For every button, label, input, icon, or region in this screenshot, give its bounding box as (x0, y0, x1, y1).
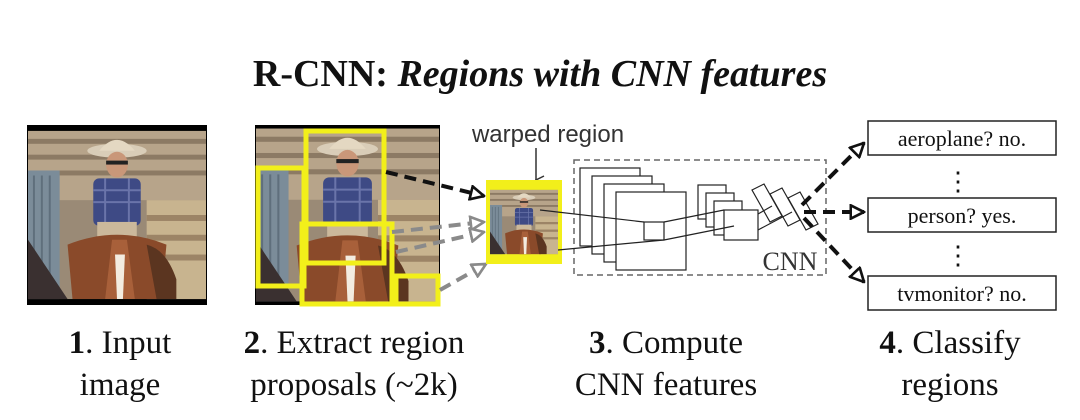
step-2-caption: 2. Extract region proposals (~2k) (218, 322, 490, 406)
cnn-label: CNN (763, 247, 818, 276)
title-italic: Regions with CNN features (397, 53, 828, 95)
warped-region-label: warped region (471, 121, 624, 148)
step-3-line1: . Compute (605, 325, 744, 361)
step-4-caption: 4. Classify regions (850, 322, 1050, 406)
proposal-box-small (393, 273, 441, 307)
arrow-to-aeroplane (800, 143, 864, 207)
step-2-line1: . Extract region (260, 325, 465, 361)
arrow-proposal-3 (395, 232, 484, 254)
step-2-line2: proposals (~2k) (250, 367, 458, 403)
step-1-caption: 1. Input image (30, 322, 210, 406)
proposals-image (255, 125, 441, 307)
cnn-block: CNN (539, 159, 827, 276)
arrow-to-tvmonitor (802, 216, 864, 282)
step-3-caption: 3. Compute CNN features (546, 322, 786, 406)
step-3-line2: CNN features (574, 367, 758, 403)
svg-text:tvmonitor? no.: tvmonitor? no. (897, 281, 1027, 306)
svg-text:aeroplane? no.: aeroplane? no. (898, 126, 1026, 151)
step-4-line2: regions (901, 367, 999, 403)
diagram-title: R-CNN: Regions with CNN features (0, 52, 1080, 96)
arrow-proposal-main (385, 170, 484, 196)
step-1-line1: . Input (85, 325, 172, 361)
ellipsis-bottom: ⋮ (945, 241, 971, 270)
arrow-proposal-4 (439, 262, 486, 292)
warped-region-image (486, 180, 562, 264)
step-2-number: 2 (243, 325, 261, 361)
step-4-line1: . Classify (895, 325, 1021, 361)
input-image (27, 125, 207, 305)
class-box-person: person? yes. (867, 197, 1057, 233)
ellipsis-top: ⋮ (945, 167, 971, 196)
step-3-number: 3 (589, 325, 606, 361)
step-1-line2: image (79, 367, 161, 403)
step-1-number: 1 (68, 325, 86, 361)
arrow-proposal-2 (391, 222, 484, 234)
class-box-aeroplane: aeroplane? no. (867, 120, 1057, 156)
step-4-number: 4 (879, 325, 896, 361)
cnn-dashed-border (573, 159, 827, 276)
proposal-box-horse (299, 221, 395, 307)
title-bold: R-CNN: (252, 53, 398, 95)
svg-text:person? yes.: person? yes. (908, 203, 1017, 228)
class-box-tvmonitor: tvmonitor? no. (867, 275, 1057, 311)
